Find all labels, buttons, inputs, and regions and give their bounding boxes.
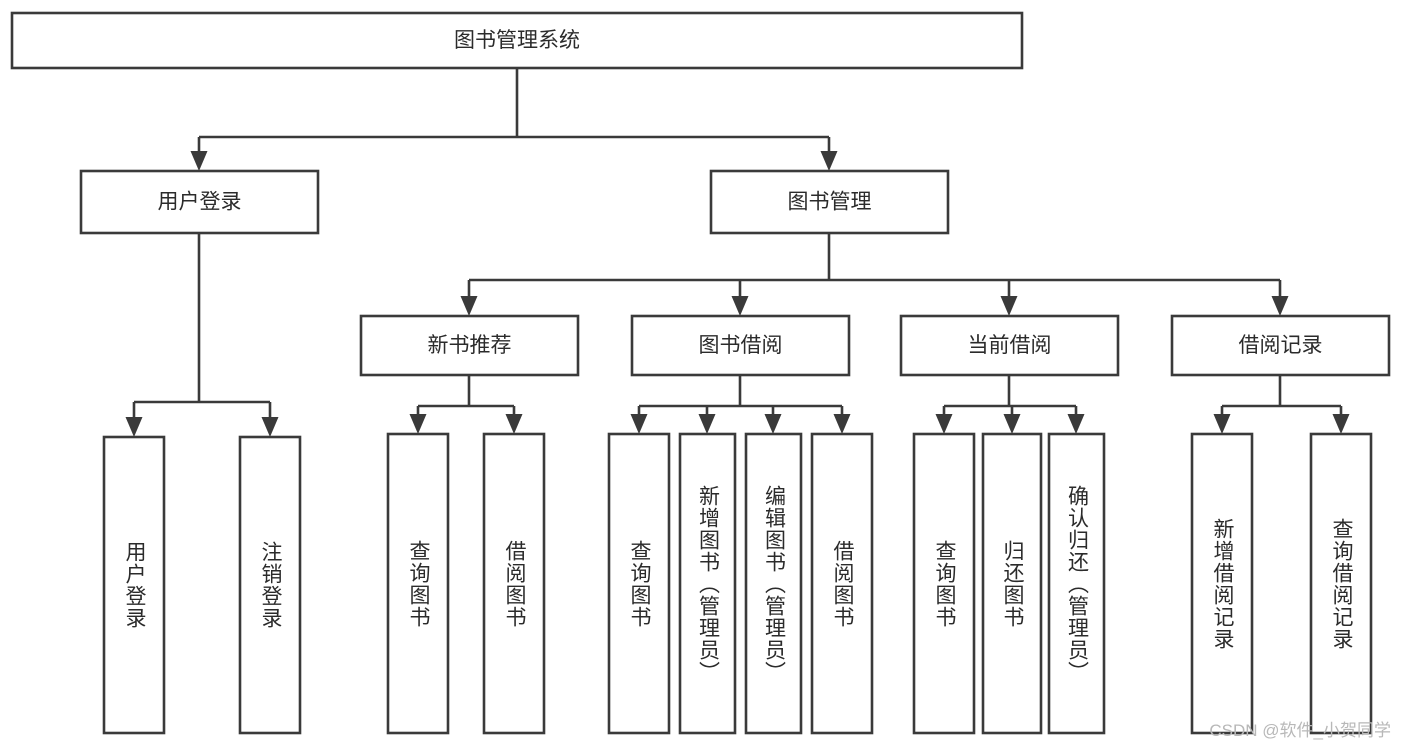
edge-arrowhead: [1067, 414, 1085, 434]
edges-layer: [125, 68, 1350, 437]
leaf-node-box[interactable]: [1190, 432, 1254, 735]
leaf-node-box[interactable]: [386, 432, 450, 735]
edge-arrowhead: [261, 417, 279, 437]
level3-node-label: 图书借阅: [699, 334, 783, 357]
level3-node-box[interactable]: [1170, 314, 1391, 377]
leaf-node-box[interactable]: [1309, 432, 1373, 735]
leaf-node-box[interactable]: [1047, 432, 1106, 735]
boxes-layer: [10, 11, 1391, 735]
edge-arrowhead: [833, 414, 851, 434]
edge-arrowhead: [630, 414, 648, 434]
edge-arrowhead: [1003, 414, 1021, 434]
level3-node-label: 当前借阅: [968, 334, 1052, 357]
edge-arrowhead: [460, 296, 478, 316]
edge-arrowhead: [935, 414, 953, 434]
leaf-node-box[interactable]: [238, 435, 302, 735]
edge-arrowhead: [764, 414, 782, 434]
level3-node-label: 新书推荐: [428, 334, 512, 357]
edge-arrowhead: [731, 296, 749, 316]
level2-node-box[interactable]: [709, 169, 950, 235]
edge-arrowhead: [820, 151, 838, 171]
root-node-box[interactable]: [10, 11, 1024, 70]
level3-node-box[interactable]: [899, 314, 1120, 377]
edge-arrowhead: [409, 414, 427, 434]
leaf-node-box[interactable]: [482, 432, 546, 735]
root-node-label: 图书管理系统: [454, 29, 580, 52]
leaf-node-box[interactable]: [912, 432, 976, 735]
edge-arrowhead: [190, 151, 208, 171]
level2-node-label: 用户登录: [158, 191, 242, 214]
edge-arrowhead: [125, 417, 143, 437]
edge-arrowhead: [505, 414, 523, 434]
level3-node-box[interactable]: [359, 314, 580, 377]
leaf-node-box[interactable]: [810, 432, 874, 735]
edge-arrowhead: [1213, 414, 1231, 434]
edge-arrowhead: [1332, 414, 1350, 434]
level2-node-label: 图书管理: [788, 191, 872, 214]
level3-node-label: 借阅记录: [1239, 334, 1323, 357]
leaf-node-box[interactable]: [102, 435, 166, 735]
leaf-node-box[interactable]: [981, 432, 1043, 735]
edge-arrowhead: [1271, 296, 1289, 316]
level2-node-box[interactable]: [79, 169, 320, 235]
edge-arrowhead: [1000, 296, 1018, 316]
leaf-node-box[interactable]: [744, 432, 803, 735]
leaf-node-box[interactable]: [607, 432, 671, 735]
leaf-node-box[interactable]: [678, 432, 737, 735]
level3-node-box[interactable]: [630, 314, 851, 377]
edge-arrowhead: [698, 414, 716, 434]
